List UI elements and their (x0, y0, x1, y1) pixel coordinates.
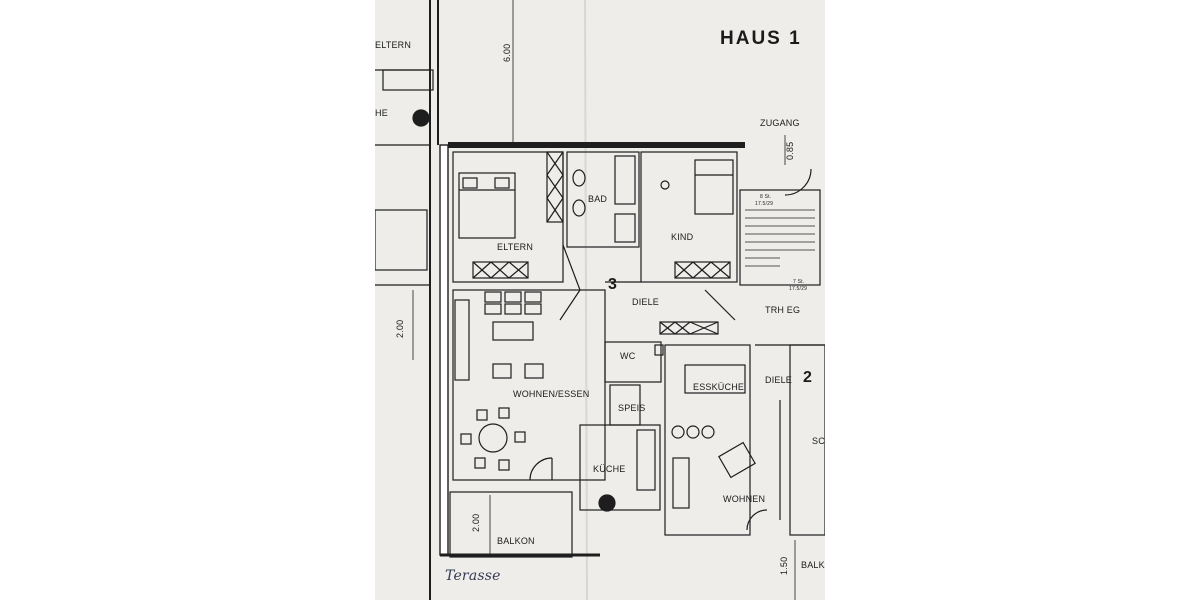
wohnen-essen-room (452, 289, 606, 481)
label-wc: WC (620, 351, 636, 361)
label-diele-2: DIELE (765, 375, 793, 385)
dimension-entry: 0.85 (785, 141, 795, 160)
label-esskueche: ESSKÜCHE (693, 382, 745, 392)
stair-upper-rise: 17.5/29 (755, 201, 774, 207)
balkon (449, 491, 573, 558)
stair-lower-steps: 7 St. (793, 279, 805, 285)
bad-room (566, 151, 640, 248)
unit-number-2: 2 (803, 369, 813, 386)
floor-plan-sheet: HAUS 1 ELTERN HE ELTERN BAD KIND 3 DIELE… (375, 0, 825, 600)
stair-upper-steps: 8 St. (760, 194, 772, 200)
kind-room (640, 151, 738, 283)
dining-table (460, 407, 526, 471)
floor-plan-drawing (375, 0, 825, 600)
label-balkon-right: BALK (801, 560, 825, 570)
label-trh-eg: TRH EG (765, 305, 801, 315)
label-balkon: BALKON (497, 536, 535, 546)
dimension-left-depth: 2.00 (395, 319, 405, 338)
house-title: HAUS 1 (720, 28, 802, 49)
label-wohnen: WOHNEN (723, 494, 766, 504)
handwritten-terrace-note: Terasse (445, 568, 501, 584)
stairwell (739, 189, 821, 286)
esskueche-room (664, 344, 751, 536)
wc-room (604, 341, 662, 383)
stair-lower-rise: 17.5/29 (789, 286, 808, 292)
label-bad: BAD (588, 194, 608, 204)
label-kueche: KÜCHE (593, 464, 626, 474)
kueche-room (579, 424, 661, 511)
wardrobe-eltern (472, 261, 529, 279)
label-eltern-left: ELTERN (375, 40, 412, 50)
unit-number-3: 3 (608, 276, 618, 293)
label-che-partial: HE (375, 108, 388, 118)
label-speis: SPEIS (618, 403, 646, 413)
outer-wall-west (439, 144, 449, 556)
label-eltern: ELTERN (497, 242, 534, 252)
dimension-top-width: 6.00 (502, 43, 512, 62)
dimension-balcony-right: 1.50 (779, 556, 789, 575)
label-wohnen-essen: WOHNEN/ESSEN (513, 389, 590, 399)
dimension-balcony-depth: 2.00 (471, 513, 481, 532)
label-sch-partial: SC (812, 436, 825, 446)
label-zugang: ZUGANG (760, 118, 800, 128)
label-kind: KIND (671, 232, 694, 242)
label-diele: DIELE (632, 297, 660, 307)
